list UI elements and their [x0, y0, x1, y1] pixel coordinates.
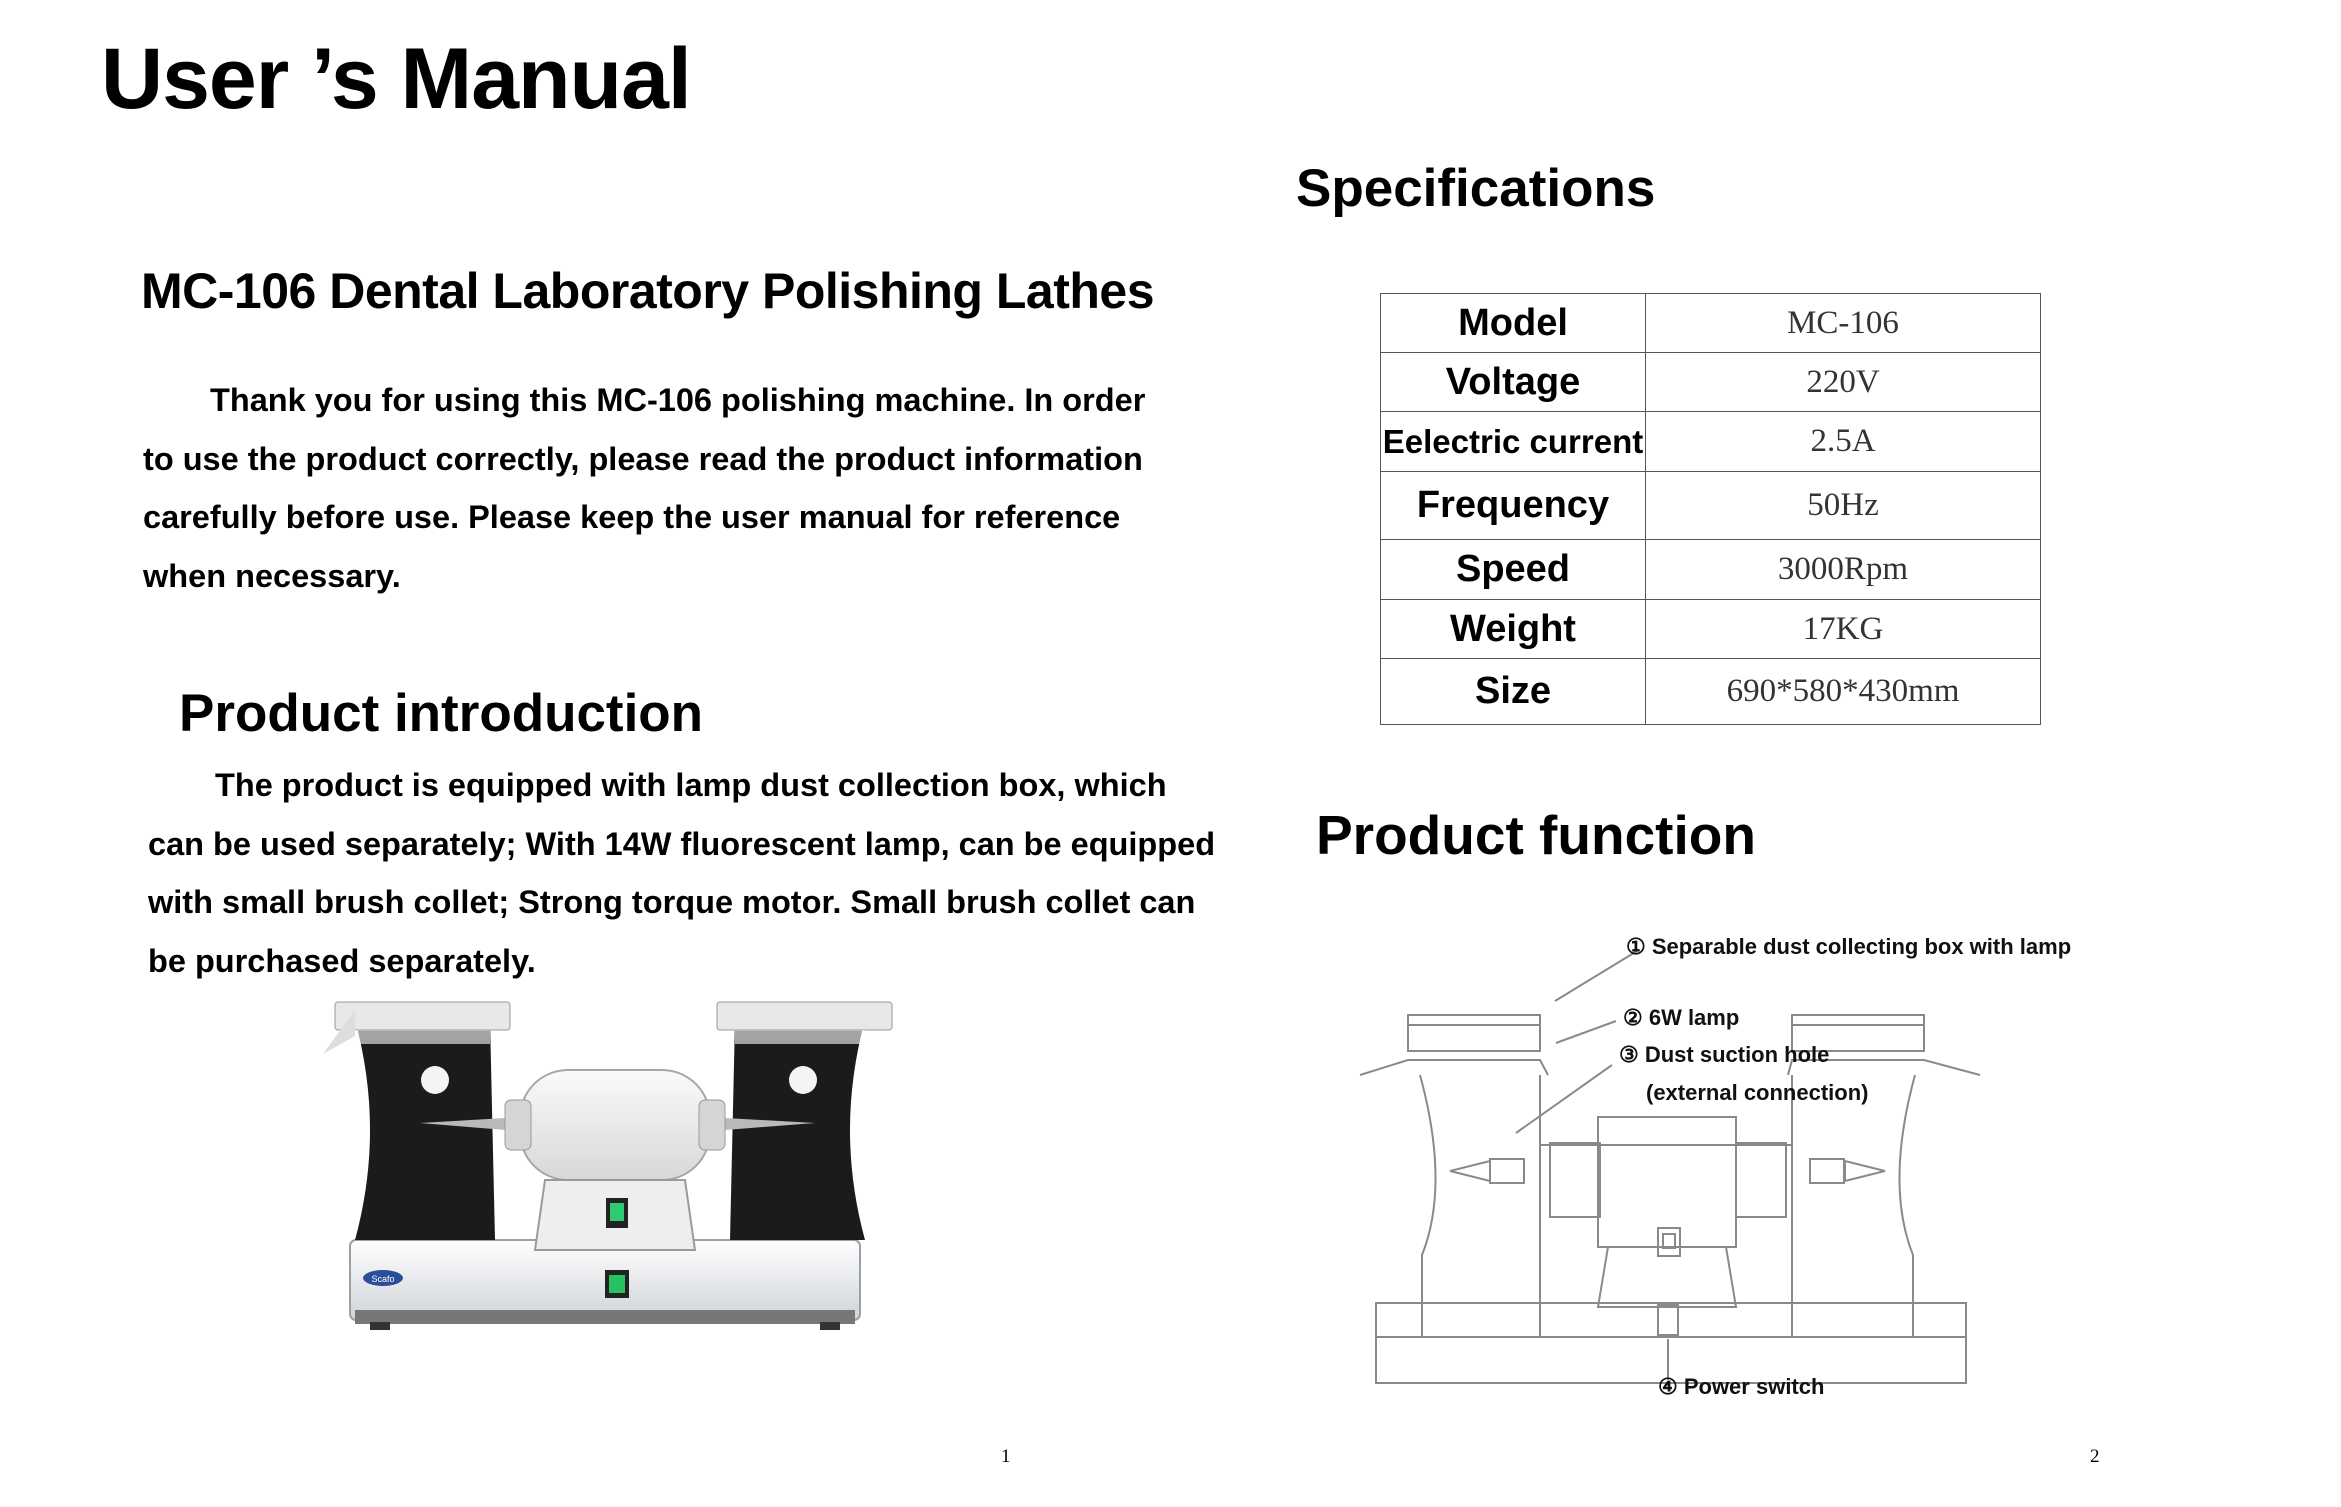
spec-row-speed: Speed 3000Rpm	[1380, 539, 2041, 600]
intro-line: The product is equipped with lamp dust c…	[215, 767, 1167, 803]
spec-row-size: Size 690*580*430mm	[1380, 658, 2041, 725]
spec-label: Weight	[1380, 599, 1646, 659]
spec-value: 690*580*430mm	[1645, 658, 2041, 725]
callout-lamp: ② 6W lamp	[1623, 1005, 1739, 1030]
thanks-line: to use the product correctly, please rea…	[143, 440, 1143, 477]
callout-dust-box: ① Separable dust collecting box with lam…	[1626, 934, 2071, 959]
spec-label: Voltage	[1380, 352, 1646, 412]
spec-row-current: Eelectric current 2.5A	[1380, 411, 2041, 472]
thanks-paragraph: Thank you for using this MC-106 polishin…	[143, 371, 1193, 605]
callout-power-switch: ④ Power switch	[1658, 1374, 1824, 1399]
thanks-line: when necessary.	[143, 557, 401, 594]
product-heading: MC-106 Dental Laboratory Polishing Lathe…	[141, 263, 1155, 319]
svg-text:Scafo: Scafo	[371, 1274, 394, 1284]
spec-value: 17KG	[1645, 599, 2041, 659]
spec-label: Size	[1380, 658, 1646, 725]
product-photo: Scafo	[323, 1001, 893, 1330]
spec-row-voltage: Voltage 220V	[1380, 352, 2041, 412]
spec-value: 2.5A	[1645, 411, 2041, 472]
function-diagram: ① Separable dust collecting box with lam…	[1359, 934, 2071, 1399]
specifications-heading: Specifications	[1296, 159, 1656, 218]
spec-label: Eelectric current	[1380, 411, 1646, 472]
callout-suction-hole: ③ Dust suction hole	[1619, 1042, 1829, 1067]
callout-suction-hole-note: (external connection)	[1646, 1080, 1868, 1105]
spec-label: Speed	[1380, 539, 1646, 600]
intro-line: with small brush collet; Strong torque m…	[148, 884, 1196, 920]
brand-badge	[363, 1270, 403, 1286]
spec-value: MC-106	[1645, 293, 2041, 353]
spec-label: Frequency	[1380, 471, 1646, 540]
spec-row-model: Model MC-106	[1380, 293, 2041, 353]
intro-paragraph: The product is equipped with lamp dust c…	[148, 756, 1258, 990]
spec-value: 50Hz	[1645, 471, 2041, 540]
document-title: User ’s Manual	[101, 31, 692, 127]
spec-value: 220V	[1645, 352, 2041, 412]
intro-line: be purchased separately.	[148, 942, 536, 979]
page-number-2: 2	[2090, 1446, 2100, 1467]
thanks-line: Thank you for using this MC-106 polishin…	[210, 382, 1146, 418]
page-number-1: 1	[1001, 1446, 1011, 1467]
spec-row-weight: Weight 17KG	[1380, 599, 2041, 659]
spec-label: Model	[1380, 293, 1646, 353]
thanks-line: carefully before use. Please keep the us…	[143, 499, 1121, 535]
spec-row-frequency: Frequency 50Hz	[1380, 471, 2041, 540]
intro-heading: Product introduction	[179, 684, 704, 743]
intro-line: can be used separately; With 14W fluores…	[148, 825, 1216, 862]
specifications-table: Model MC-106 Voltage 220V Eelectric curr…	[1380, 293, 2041, 725]
product-function-heading: Product function	[1316, 804, 1756, 866]
spec-value: 3000Rpm	[1645, 539, 2041, 600]
